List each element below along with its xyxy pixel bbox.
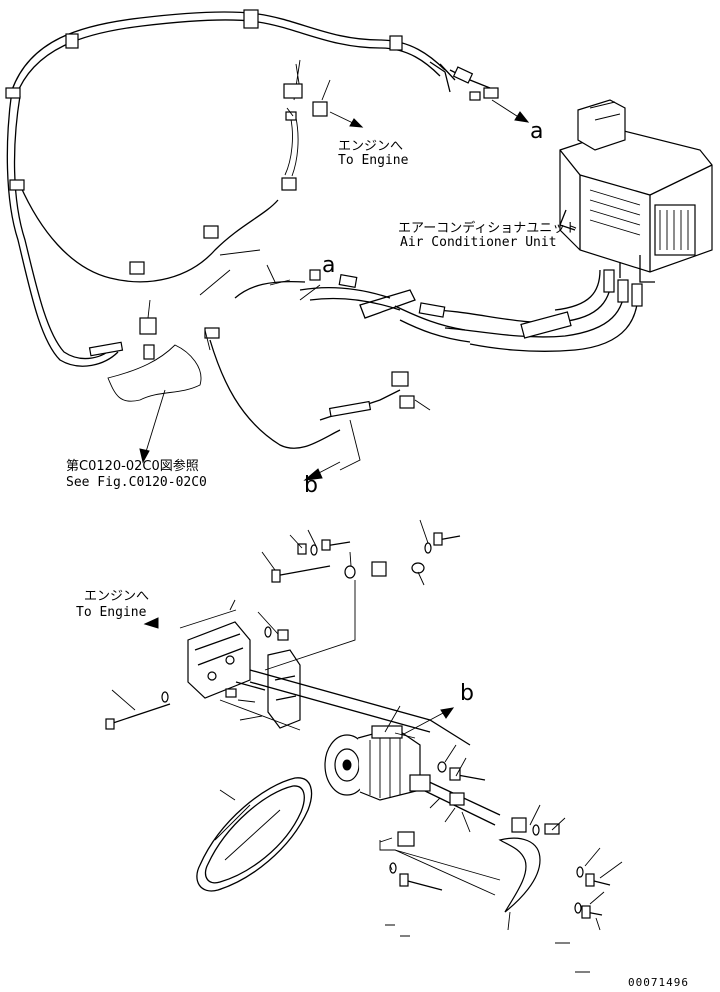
lower-connector-lines [143,580,501,896]
arrows-upper [199,99,530,296]
to-engine-top-jp: エンジンへ [338,139,403,154]
ref-b-top: b [304,473,318,498]
ref-a-right: a [530,119,543,144]
upper-harness [209,339,415,481]
fig-ref-label-jp: 第C0120-02C0図参照 [66,458,199,474]
ac-unit-label-jp: エアーコンディショナユニット [398,220,578,236]
ref-b-mid: b [460,681,474,706]
ref-a-mid: a [322,253,335,278]
bolts-and-washers [105,532,611,919]
hose-clamps [5,9,403,275]
compressor-bracket [187,621,471,746]
upper-fittings [283,59,499,177]
to-engine-mid-en: To Engine [76,605,147,620]
fig-ref-label-en: See Fig.C0120-02C0 [66,475,207,490]
compressor-body [324,725,421,801]
ac-unit-label-en: Air Conditioner Unit [400,235,557,250]
to-engine-top-en: To Engine [338,153,409,168]
leader-lines [111,79,623,973]
v-belt [196,777,313,892]
drawing-number: 00071496 [628,976,689,989]
to-engine-mid-jp: エンジンへ [84,589,149,604]
refrigerant-fitting [88,299,202,464]
air-conditioner-unit-drawing [559,99,713,283]
ac-hoses [204,269,643,352]
belt-guard [498,817,541,913]
